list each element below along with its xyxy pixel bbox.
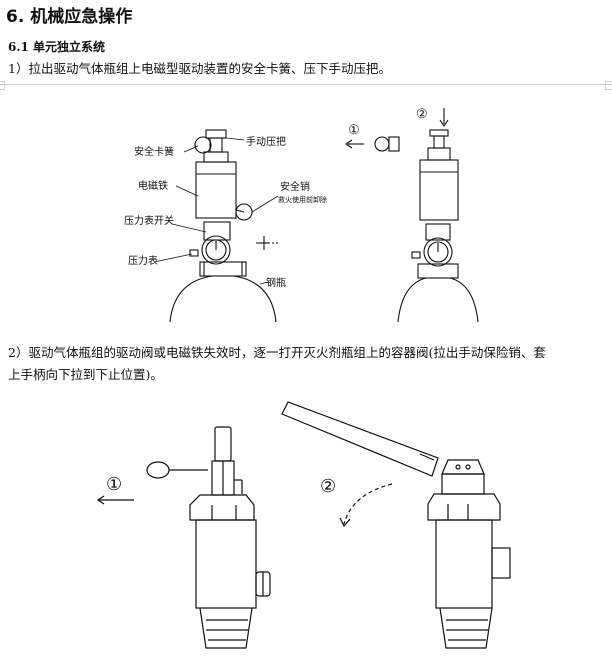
left-device-drawing — [169, 129, 278, 323]
left-valve-drawing — [96, 426, 271, 649]
label-manual-lever: 手动压把 — [246, 135, 286, 148]
right-valve-drawing — [281, 401, 511, 649]
right-device-drawing — [345, 108, 479, 323]
label-gauge-switch: 压力表开关 — [124, 214, 174, 227]
step-mark-1: ① — [348, 123, 360, 138]
figure-solenoid-drive: 安全卡簧 手动压把 电磁铁 安全销 救火使用前卸除 压力表开关 压力表 钢瓶 ①… — [124, 107, 479, 323]
valve-step-mark-2: ② — [320, 476, 336, 497]
label-pressure-gauge: 压力表 — [128, 254, 158, 267]
valve-step-mark-1: ① — [106, 474, 122, 495]
divider-handle-right — [605, 81, 612, 90]
label-safety-clip: 安全卡簧 — [134, 145, 174, 158]
step-1-text: 1）拉出驱动气体瓶组上电磁型驱动装置的安全卡簧、压下手动压把。 — [8, 61, 391, 76]
subsection-heading: 6.1 单元独立系统 — [8, 40, 106, 54]
divider-handle-left — [0, 81, 5, 90]
label-solenoid: 电磁铁 — [138, 179, 168, 192]
divider-line — [0, 84, 612, 85]
label-safety-pin: 安全销 — [280, 180, 310, 193]
step-mark-2: ② — [416, 107, 428, 122]
step-2-text-line-1: 2）驱动气体瓶组的驱动阀或电磁铁失效时，逐一打开灭火剂瓶组上的容器阀(拉出手动保… — [8, 345, 546, 360]
label-cylinder: 钢瓶 — [266, 276, 286, 289]
section-heading: 6. 机械应急操作 — [6, 7, 133, 27]
step-2-text-line-2: 上手柄向下拉到下止位置)。 — [8, 367, 163, 382]
label-pin-note: 救火使用前卸除 — [278, 195, 327, 204]
